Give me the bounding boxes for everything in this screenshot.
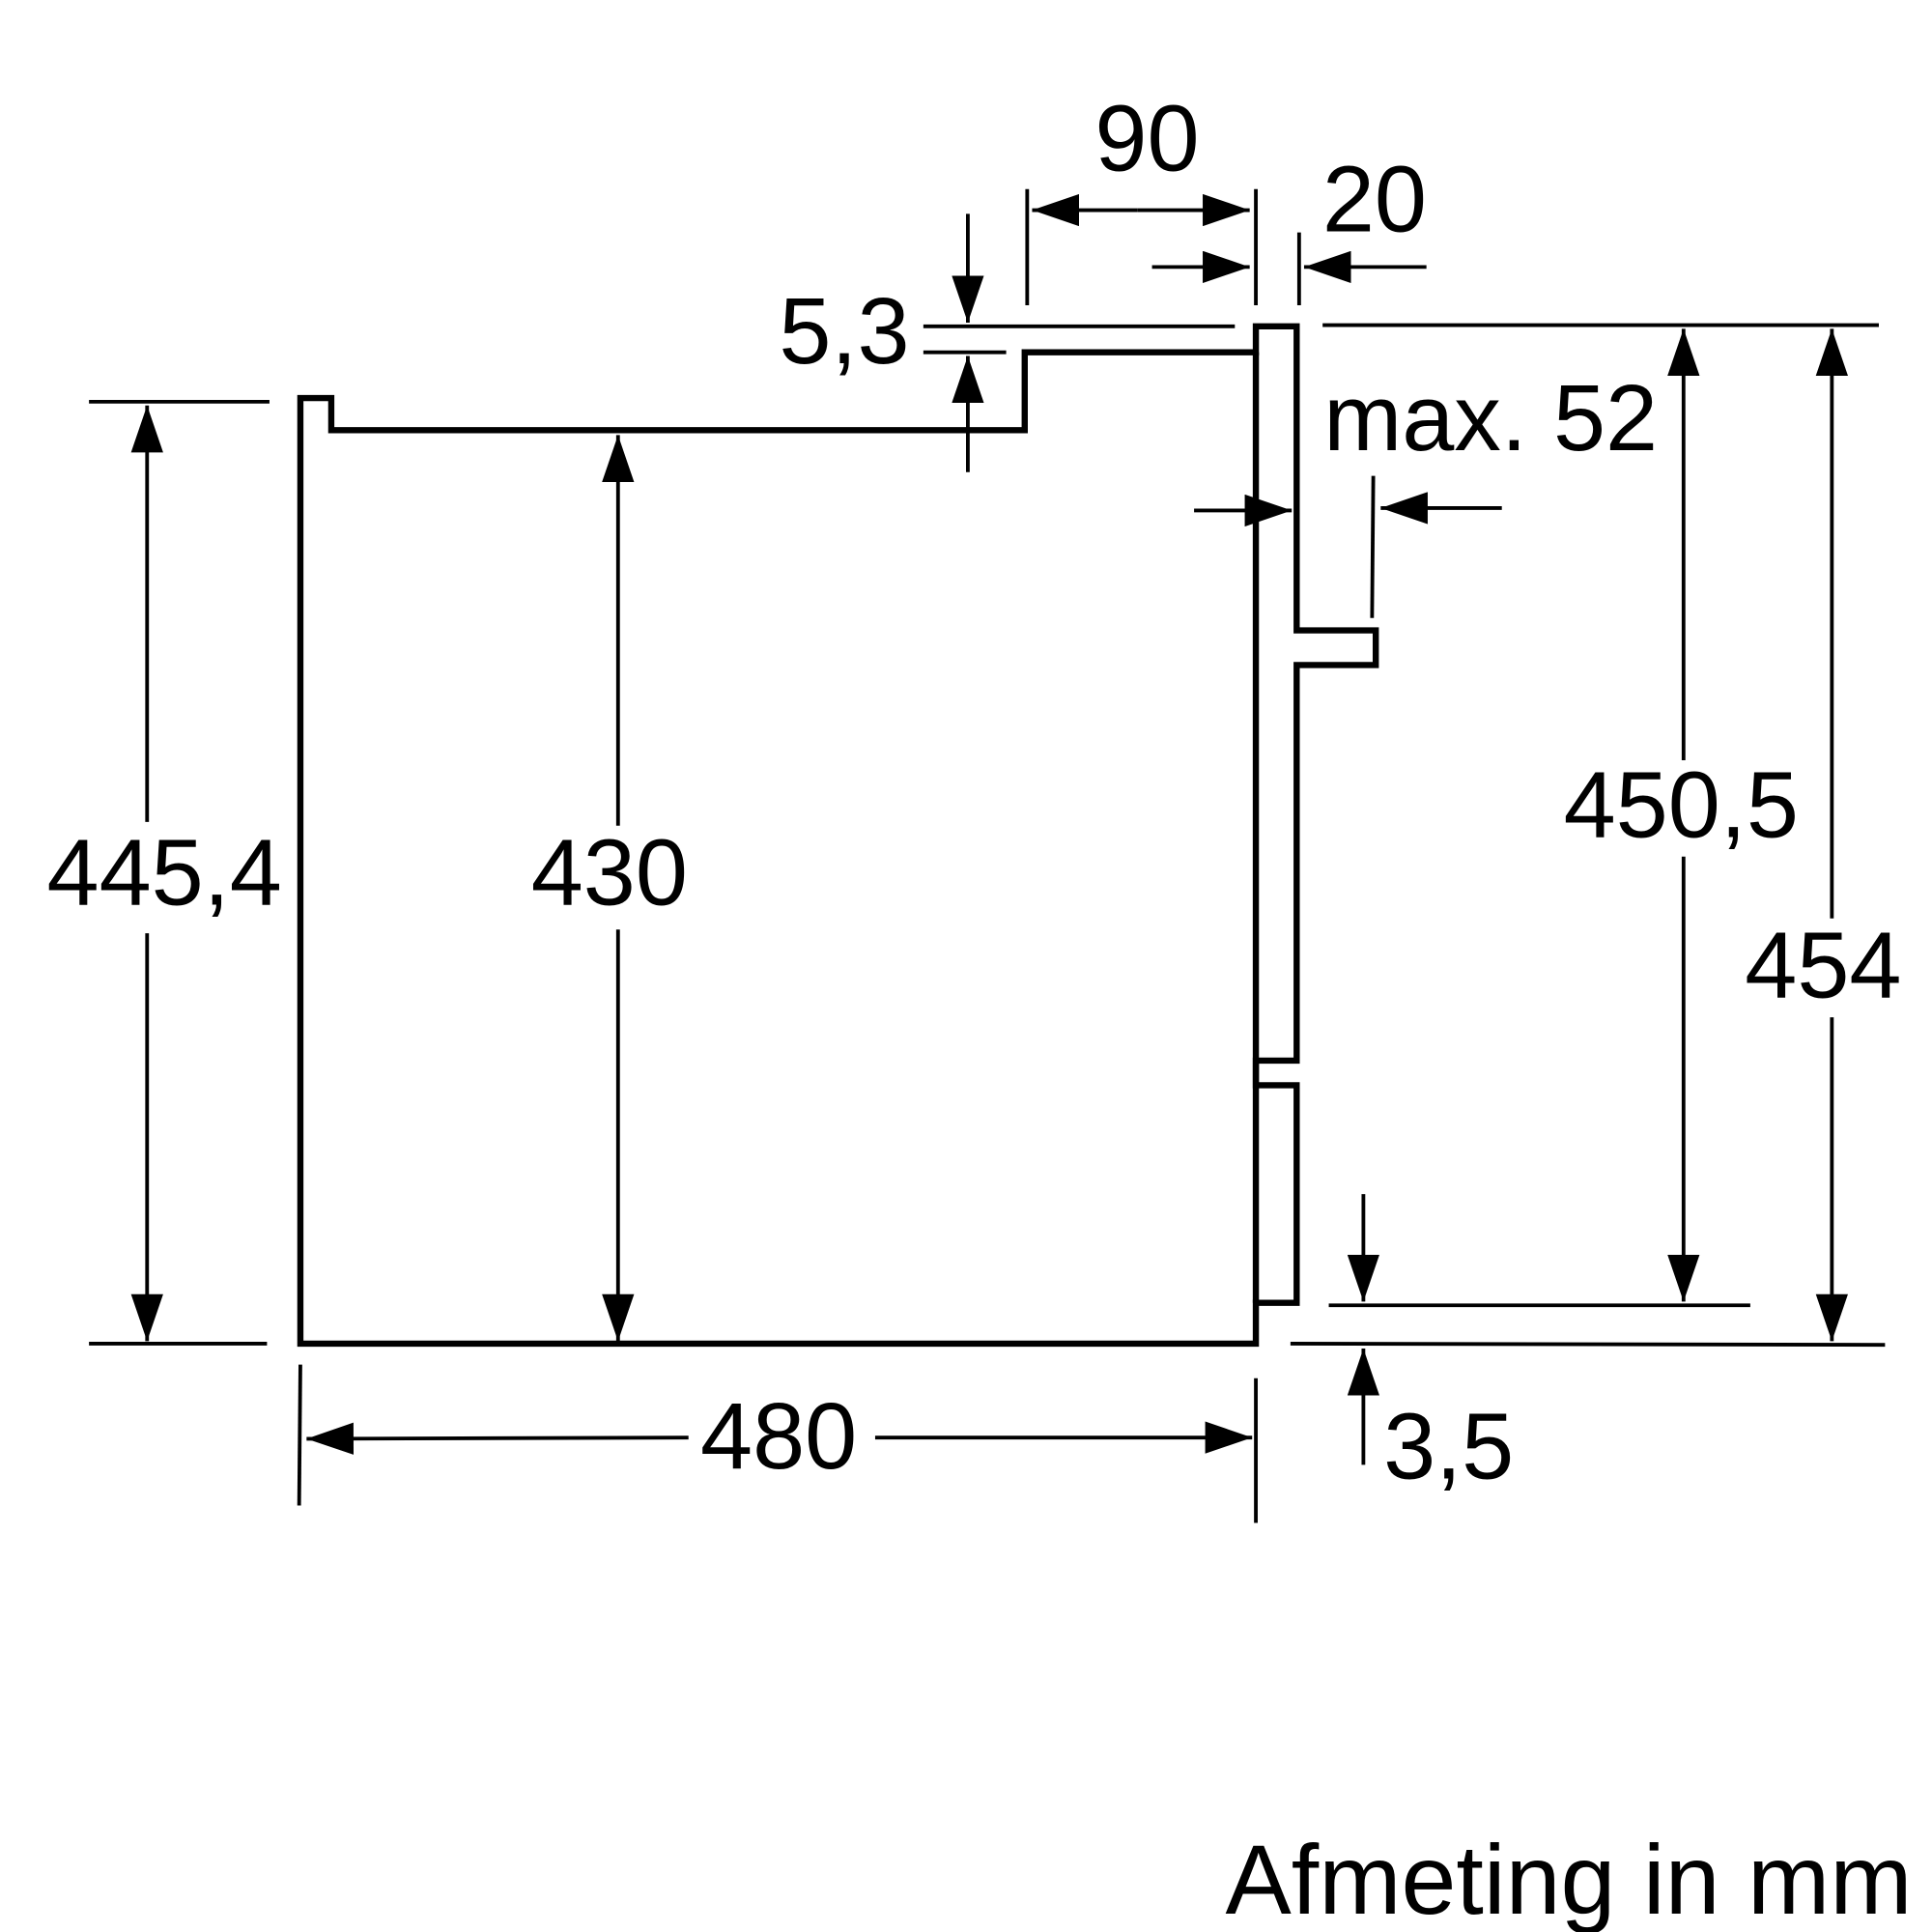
dim-label-height-left: 445,4 <box>47 820 282 925</box>
dim-label-height-total: 454 <box>1745 913 1901 1018</box>
dim-label-width: 480 <box>700 1383 857 1489</box>
dim-max-front: max. 52 <box>1194 365 1658 618</box>
dim-label-bottom-gap: 3,5 <box>1383 1393 1514 1498</box>
dim-width: 480 <box>297 1364 1258 1523</box>
dim-bottom-gap: 3,5 <box>1347 1194 1514 1498</box>
dim-label-height-inner: 430 <box>531 820 688 925</box>
dim-height-inner: 430 <box>531 435 688 1342</box>
dim-label-max-front: max. 52 <box>1323 365 1658 470</box>
dim-label-panel: 20 <box>1322 146 1427 251</box>
dim-step: 5,3 <box>779 213 1236 472</box>
dim-label-height-front: 450,5 <box>1564 752 1799 857</box>
dim-height-total: 454 <box>1290 328 1902 1348</box>
dim-height-front: 450,5 <box>1322 323 1879 1308</box>
dim-label-step: 5,3 <box>779 278 909 384</box>
units-note: Afmeting in mm <box>1225 1824 1912 1932</box>
appliance-outline <box>297 323 1379 1348</box>
dim-height-left: 445,4 <box>47 399 282 1346</box>
dim-label-top-depth: 90 <box>1094 86 1199 191</box>
dim-panel: 20 <box>1151 146 1427 306</box>
dim-top-depth: 90 <box>1025 86 1258 306</box>
